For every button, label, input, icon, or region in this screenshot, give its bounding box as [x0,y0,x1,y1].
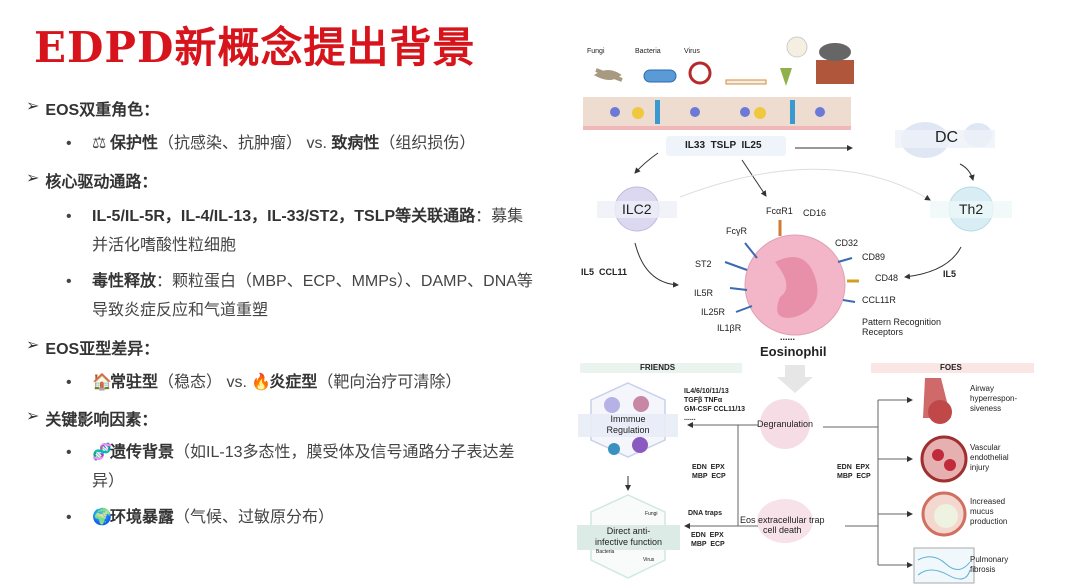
factory-icon [816,60,854,84]
dna-icon: 🧬 [92,444,112,461]
list-item: •⚖保护性（抗感染、抗肿瘤） vs. 致病性（组织损伤） [66,129,536,158]
dna-traps-label: DNA traps [688,510,722,517]
epithelium [583,97,851,129]
trigger-bacteria-label: Bacteria [635,48,661,55]
ellipsis-label: ...... [780,332,796,342]
slide-title: EDPD新概念提出背景 [34,23,476,72]
list-item: •🧬遗传背景（如IL-13多态性，膜受体及信号通路分子表达差异） [66,438,536,496]
house-icon: 🏠 [92,374,112,391]
fungi-icon [593,68,623,82]
fibrosis-icon [913,547,975,584]
bacteria-icon [643,69,677,83]
airway-icon [923,378,952,424]
receptor-label: Receptors [862,327,904,337]
degranulation-label: Degranulation [757,419,814,429]
receptor-label: CD48 [875,273,899,283]
cytokine-box [666,136,786,156]
cytokines-label: IL33 TSLP IL25 [685,140,762,151]
list-item: •🏠常驻型（稳态） vs. 🔥炎症型（靶向治疗可清除） [66,368,536,397]
foes-bar [871,363,1034,373]
outline-heading: ➢核心驱动通路： [26,170,158,191]
receptor-label: IL5R [694,288,714,298]
outline-heading: ➢EOS亚型差异： [26,337,160,358]
friends-bar [580,363,742,373]
receptor-label: ST2 [695,259,712,269]
foes-label: FOES [940,363,962,372]
th2-label: Th2 [959,201,984,217]
pathogen-label: Fungi [645,511,658,517]
outline-heading: ➢关键影响因素： [26,408,158,429]
mucus-icon [921,491,967,537]
fire-icon: 🔥 [251,374,272,391]
anti-infective-label: Direct anti-infective function [594,526,663,547]
globe-icon: 🌍 [92,509,112,526]
pathogen-label: Bacteria [596,549,615,555]
th2-output-label: IL5 [943,269,957,279]
list-item: •🌍环境暴露（气候、过敏原分布） [66,503,536,532]
balance-scale-icon: ⚖ [92,135,107,152]
receptor-label: CD32 [835,238,859,248]
list-item: •毒性释放：颗粒蛋白（MBP、ECP、MMPs）、DAMP、DNA等导致炎症反应… [66,273,533,319]
receptor-label: CD89 [862,252,886,262]
receptor-label: CD16 [803,208,827,218]
list-item: •IL-5/IL-5R，IL-4/IL-13，IL-33/ST2，TSLP等关联… [66,208,524,254]
pathogen-label: Virus [643,557,655,563]
virus-icon [688,61,712,85]
dc-label: DC [935,129,959,146]
receptor-label: FcαR1 [766,206,793,216]
vessel-icon [920,435,968,483]
pollen-icon [780,68,792,86]
receptor-label: IL1βR [717,323,742,333]
receptor-label: CCL11R [862,295,896,305]
friends-label: FRIENDS [640,363,676,372]
cigarette-icon [725,79,767,85]
outline-heading: ➢EOS双重角色： [26,98,160,119]
ilc2-output-label: IL5 CCL11 [581,267,628,277]
trigger-fungi-label: Fungi [587,48,605,55]
receptor-label: Pattern Recognition [862,317,942,327]
trigger-virus-label: Virus [684,48,700,55]
receptor-label: FcγR [726,226,747,236]
receptor-label: IL25R [701,307,726,317]
eosinophil-label: Eosinophil [760,344,827,359]
ilc2-label: ILC2 [622,201,652,217]
